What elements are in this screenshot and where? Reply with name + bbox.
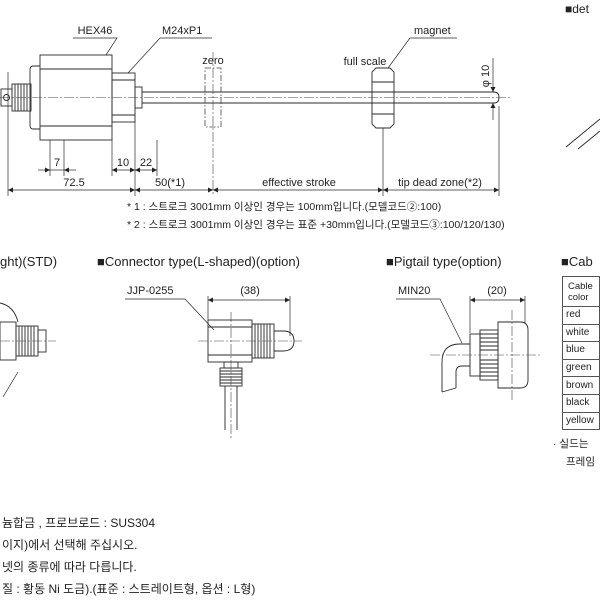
straight-section-title: ght)(STD) [0, 254, 58, 269]
detail-heading: ■det [565, 2, 589, 16]
hex-label: HEX46 [78, 25, 113, 37]
l-connector-drawing: JJP-0255 (38) [125, 285, 302, 440]
l-connector-length-label: (38) [240, 285, 260, 297]
rod-diameter-label: φ 10 [480, 65, 492, 87]
sensor-main-view: HEX46 M24xP1 zero full scale magnet φ 10… [0, 25, 512, 196]
footnote-2: * 2 : 스트로크 3001mm 이상인 경우는 표준 +30mm입니다.(모… [127, 219, 505, 231]
cable-color-cell: black [562, 393, 600, 413]
shield-note-line-1: · 실드는 [553, 438, 589, 450]
cable-section-title: ■Cab [561, 254, 593, 269]
cable-color-cell: yellow [562, 411, 600, 431]
header-line-1: Cable [568, 280, 593, 292]
detail-view-fragment [565, 118, 600, 150]
table-row: red [562, 306, 600, 325]
material-note-4: 질 : 황동 Ni 도금).(표준 : 스트레이트형, 옵션 : L형) [2, 582, 256, 596]
shield-note-line-2: 프레임 [566, 456, 595, 468]
table-row: yellow [562, 411, 600, 431]
material-note-2: 이지)에서 선택해 주십시오. [2, 538, 138, 552]
cable-color-table: Cable color red white blue green brown b… [562, 276, 600, 431]
dim-50-label: 50(*1) [155, 177, 185, 189]
dim-10-label: 10 [117, 157, 129, 169]
header-line-2: color [568, 291, 589, 303]
pigtail-drawing: MIN20 (20) [396, 285, 540, 400]
pigtail-section-title: ■Pigtail type(option) [386, 254, 502, 269]
zero-label: zero [202, 55, 223, 67]
dim-22-label: 22 [140, 157, 152, 169]
cable-color-cell: red [562, 306, 600, 325]
label-leaders [73, 37, 457, 74]
table-row: white [562, 323, 600, 343]
thread-label: M24xP1 [162, 25, 202, 37]
cable-color-cell: white [562, 323, 600, 343]
footnote-1: * 1 : 스트로크 3001mm 이상인 경우는 100mm입니다.(모델코드… [127, 201, 442, 213]
table-row: blue [562, 341, 600, 360]
full-scale-label: full scale [344, 56, 387, 68]
cable-color-cell: blue [562, 341, 600, 360]
table-row: black [562, 393, 600, 413]
magnet [371, 67, 395, 129]
table-header-cell: Cable color [562, 276, 600, 307]
pigtail-part-label: MIN20 [398, 285, 430, 297]
cable-color-cell: green [562, 358, 600, 378]
dim-7-label: 7 [54, 157, 60, 169]
dim-72-5-label: 72.5 [63, 177, 84, 189]
material-note-1: 늄합금 , 프로브로드 : SUS304 [2, 516, 156, 530]
magnet-label: magnet [414, 25, 451, 37]
pigtail-length-label: (20) [487, 285, 507, 297]
dimension-lines [8, 58, 499, 193]
connector-section-title: ■Connector type(L-shaped)(option) [97, 254, 300, 269]
cable-color-cell: brown [562, 376, 600, 395]
l-connector-part-label: JJP-0255 [127, 285, 173, 297]
table-header-row: Cable color [562, 276, 600, 307]
table-row: green [562, 358, 600, 378]
tip-dead-zone-label: tip dead zone(*2) [398, 177, 482, 189]
effective-stroke-label: effective stroke [262, 177, 336, 189]
material-note-3: 넷의 종류에 따라 다릅니다. [2, 560, 137, 574]
table-row: brown [562, 376, 600, 395]
straight-connector-drawing [0, 302, 56, 398]
